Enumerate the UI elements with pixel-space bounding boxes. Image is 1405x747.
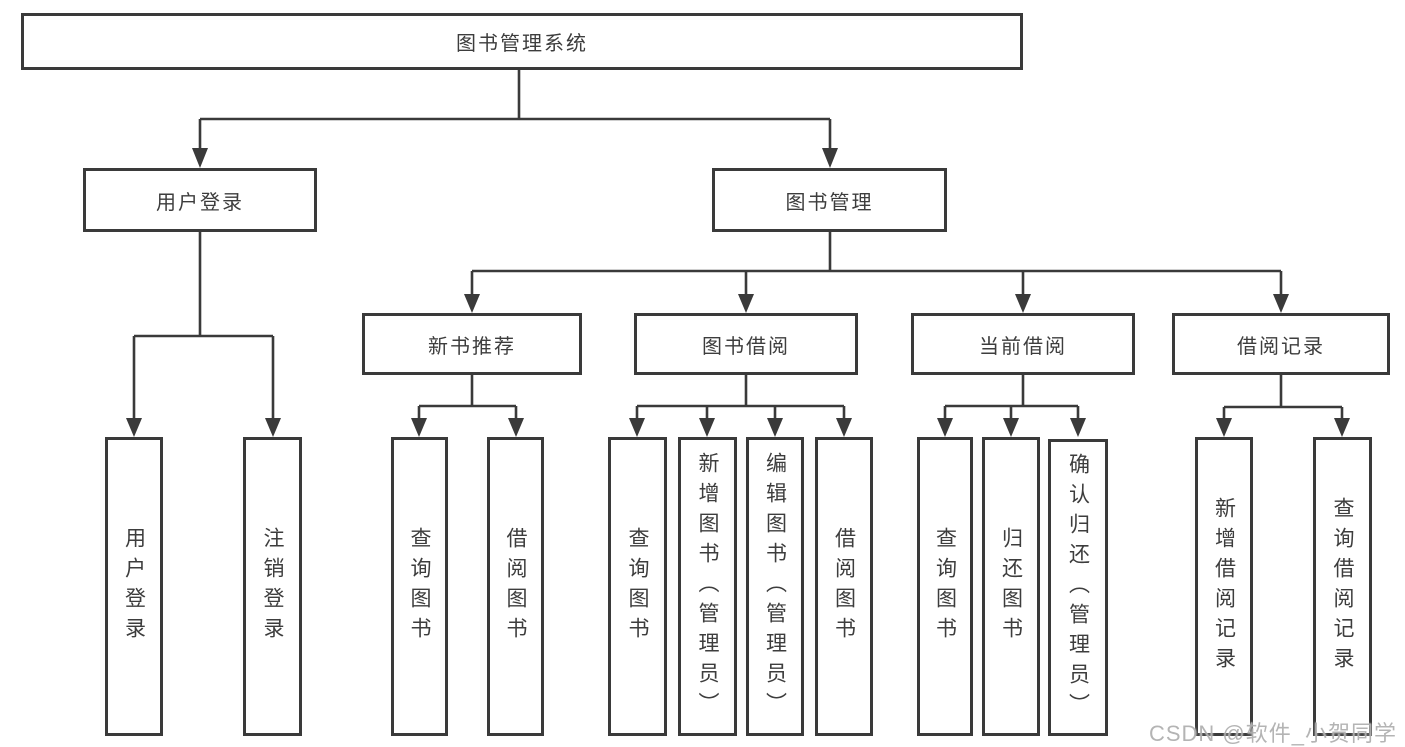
leaf-query-books-current: 查询图书 [917,437,973,736]
node-current-borrow-label: 当前借阅 [979,335,1067,358]
leaf-add-borrow-record: 新增借阅记录 [1195,437,1253,736]
node-borrow-records-label: 借阅记录 [1237,335,1325,358]
node-library-system: 图书管理系统 [21,13,1023,70]
node-borrow-records: 借阅记录 [1172,313,1390,375]
leaf-logout-label: 注销登录 [261,526,284,647]
leaf-return-books: 归还图书 [982,437,1040,736]
leaf-add-books-admin: 新增图书（管理员） [678,437,737,736]
leaf-edit-books-admin: 编辑图书（管理员） [746,437,804,736]
leaf-add-borrow-record-label: 新增借阅记录 [1212,496,1236,677]
leaf-confirm-return-admin: 确认归还（管理员） [1048,439,1108,736]
node-user-login-label: 用户登录 [156,191,244,214]
leaf-add-books-admin-label: 新增图书（管理员） [696,451,719,722]
csdn-watermark: CSDN @软件_小贺同学 [1148,721,1397,746]
leaf-query-books-borrow: 查询图书 [608,437,667,736]
node-book-management: 图书管理 [712,168,947,232]
leaf-logout: 注销登录 [243,437,302,736]
leaf-query-books-recommend: 查询图书 [391,437,448,736]
node-user-login: 用户登录 [83,168,317,232]
leaf-query-borrow-record: 查询借阅记录 [1313,437,1372,736]
leaf-user-login-label: 用户登录 [122,526,146,647]
node-library-system-label: 图书管理系统 [456,33,588,55]
node-new-book-recommend-label: 新书推荐 [428,335,516,358]
node-book-borrow-label: 图书借阅 [702,335,790,358]
leaf-query-books-current-label: 查询图书 [933,526,957,647]
leaf-query-borrow-record-label: 查询借阅记录 [1331,496,1354,677]
leaf-user-login: 用户登录 [105,437,163,736]
leaf-confirm-return-admin-label: 确认归还（管理员） [1066,452,1090,723]
leaf-borrow-books-recommend-label: 借阅图书 [504,526,527,647]
arrowhead-icons [126,148,1350,437]
leaf-query-books-recommend-label: 查询图书 [408,526,431,647]
leaf-edit-books-admin-label: 编辑图书（管理员） [763,451,787,722]
node-book-management-label: 图书管理 [785,191,874,214]
node-new-book-recommend: 新书推荐 [362,313,582,375]
leaf-borrow-books-recommend: 借阅图书 [487,437,544,736]
node-current-borrow: 当前借阅 [911,313,1135,375]
leaf-query-books-borrow-label: 查询图书 [626,526,649,647]
leaf-borrow-books-label: 借阅图书 [832,526,856,647]
node-book-borrow: 图书借阅 [634,313,858,375]
leaf-borrow-books: 借阅图书 [815,437,873,736]
leaf-return-books-label: 归还图书 [999,526,1023,647]
